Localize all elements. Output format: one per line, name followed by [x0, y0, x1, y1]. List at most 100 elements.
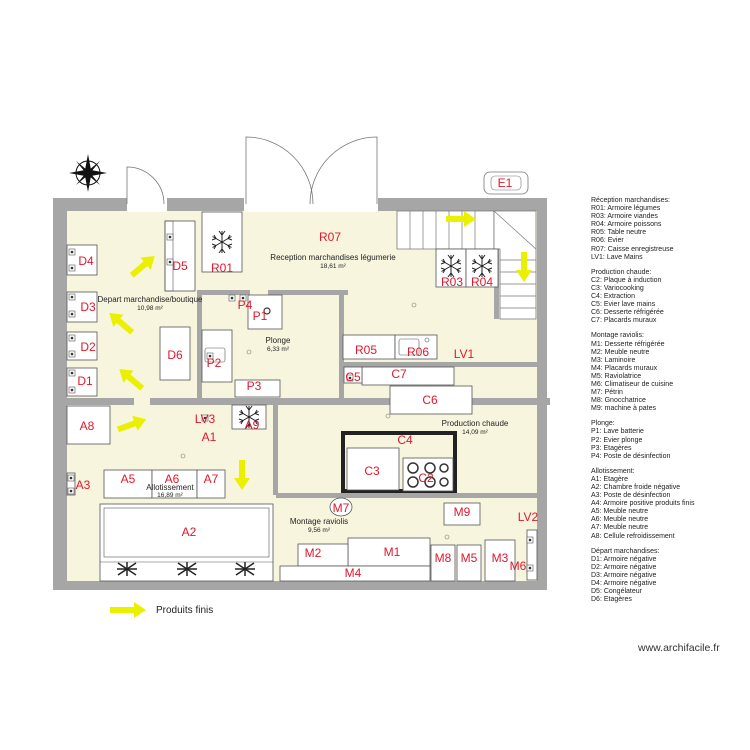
a8-cooler: [66, 405, 111, 445]
label-a8: A8: [80, 419, 95, 433]
p1-dial: [263, 307, 271, 315]
flow-legend: Produits finis: [108, 600, 213, 620]
m6-air-unit: [526, 529, 538, 581]
label-m9: M9: [454, 505, 471, 519]
room-allotissement: Allotissement 16,89 m²: [146, 483, 194, 499]
label-p3: P3: [247, 379, 262, 393]
label-c7: C7: [391, 367, 407, 381]
legend-item: A6: Meuble neutre: [591, 516, 649, 524]
label-m3: M3: [492, 551, 509, 565]
legend-item: A8: Cellule refroidissement: [591, 532, 675, 540]
legend-item: A5: Meuble neutre: [591, 508, 649, 516]
label-c2: C2: [418, 471, 434, 485]
legend-item: R06: Evier: [591, 237, 624, 245]
main-door-right-swing: [309, 136, 378, 205]
m7-kneader: [329, 497, 353, 517]
legend-group-title: Production chaude:: [591, 268, 652, 276]
room-reception: Reception marchandises légumerie 18,61 m…: [270, 253, 396, 270]
legend-item: D1: Armoire négative: [591, 555, 657, 563]
legend-item: M2: Meuble neutre: [591, 348, 650, 356]
label-lv1: LV1: [454, 347, 475, 361]
c6-fridge-table: [389, 385, 473, 415]
legend-item: M6: Climatiseur de cuisine: [591, 380, 674, 388]
label-m6: M6: [510, 559, 527, 573]
p3-shelves: [234, 379, 281, 398]
c3-variocooking: [346, 447, 400, 491]
label-e1: E1: [498, 176, 513, 190]
a5-cabinet: [103, 469, 153, 499]
label-c3: C3: [364, 464, 380, 478]
equipment-labels: E1 R07 R01 R03 R04 R05 R06 LV1 D4 D5 D3 …: [76, 176, 539, 580]
label-c6: C6: [422, 393, 438, 407]
legend-item: M7: Pétrin: [591, 389, 623, 397]
legend-item: M8: Gnocchatrice: [591, 397, 646, 405]
c2-burners: [407, 462, 449, 488]
legend-item: C5: Evier lave mains: [591, 301, 656, 309]
label-lv2: LV2: [518, 510, 539, 524]
label-a2: A2: [182, 525, 197, 539]
label-p2: P2: [207, 356, 222, 370]
legend-group: Départ marchandises:D1: Armoire négative…: [591, 548, 741, 605]
legend-item: P1: Lave batterie: [591, 428, 644, 436]
legend-item: D2: Armoire négative: [591, 563, 657, 571]
label-lv3: LV3: [195, 412, 216, 426]
equipment-legend: Réception marchandises:R01: Armoire légu…: [591, 197, 741, 611]
room-area: 16,89 m²: [157, 492, 183, 499]
a2-fans: [117, 562, 255, 576]
legend-item: C6: Desserte réfrigérée: [591, 309, 664, 317]
production-sensor: [385, 413, 391, 419]
room-depart: Depart marchandise/boutique 10,98 m²: [98, 295, 204, 312]
room-name: Production chaude: [442, 419, 509, 428]
legend-group: Production chaude:C2: Plaque à induction…: [591, 269, 741, 326]
room-production: Production chaude 14,09 m²: [442, 419, 509, 436]
legend-item: R05: Table neutre: [591, 229, 647, 237]
d5-freezer: [164, 220, 196, 292]
m9-pasta-machine: [443, 502, 481, 526]
label-a5: A5: [121, 472, 136, 486]
r06-drain: [424, 337, 430, 343]
legend-group-title: Départ marchandises:: [591, 547, 660, 555]
legend-item: R07: Caisse enregistreuse: [591, 245, 674, 253]
legend-item: R01: Armoire légumes: [591, 205, 661, 213]
label-m2: M2: [305, 546, 322, 560]
compass-icon: [69, 154, 107, 192]
room-name: Depart marchandise/boutique: [98, 295, 204, 304]
label-d4: D4: [78, 254, 94, 268]
legend-item: D5: Congélateur: [591, 588, 642, 596]
label-d3: D3: [80, 300, 96, 314]
room-area: 10,98 m²: [137, 305, 163, 312]
label-m7: M7: [333, 501, 350, 515]
legend-group: Réception marchandises:R01: Armoire légu…: [591, 197, 741, 262]
legend-item: R03: Armoire viandes: [591, 213, 658, 221]
label-r04: R04: [471, 275, 493, 289]
label-p4: P4: [238, 298, 253, 312]
room-area: 6,33 m²: [267, 346, 290, 353]
plonge-sensor: [246, 349, 252, 355]
legend-item: M9: machine à pates: [591, 405, 656, 413]
legend-item: A2: Chambre froide négative: [591, 484, 681, 491]
label-p1: P1: [253, 309, 268, 323]
legend-item: P2: Evier plonge: [591, 436, 643, 444]
legend-item: A7: Meuble neutre: [591, 524, 649, 532]
m3-rolling: [484, 539, 516, 582]
label-c5: C5: [345, 370, 361, 384]
e1-unit-inner: [490, 175, 522, 191]
reception-sensor: [411, 302, 417, 308]
legend-group: Montage raviolis:M1: Desserte réfrigérée…: [591, 332, 741, 413]
legend-item: P3: Etagères: [591, 444, 632, 452]
a2-cold-room-inner: [103, 507, 270, 558]
room-montage: Montage raviolis 9,56 m²: [290, 517, 348, 534]
room-area: 14,09 m²: [462, 429, 488, 436]
e1-unit: [483, 171, 529, 195]
label-d2: D2: [80, 340, 96, 354]
label-a6: A6: [165, 472, 180, 486]
label-m4: M4: [345, 566, 362, 580]
c7-wall-cabinets: [361, 366, 455, 386]
entrance-door-opening: [127, 196, 167, 212]
entrance-door-swing: [126, 166, 165, 205]
legend-item: D4: Armoire négative: [591, 580, 657, 588]
flow-legend-label: Produits finis: [156, 604, 214, 616]
legend-group-title: Allotissement:: [591, 467, 635, 475]
flow-arrow-icon: [110, 602, 146, 618]
